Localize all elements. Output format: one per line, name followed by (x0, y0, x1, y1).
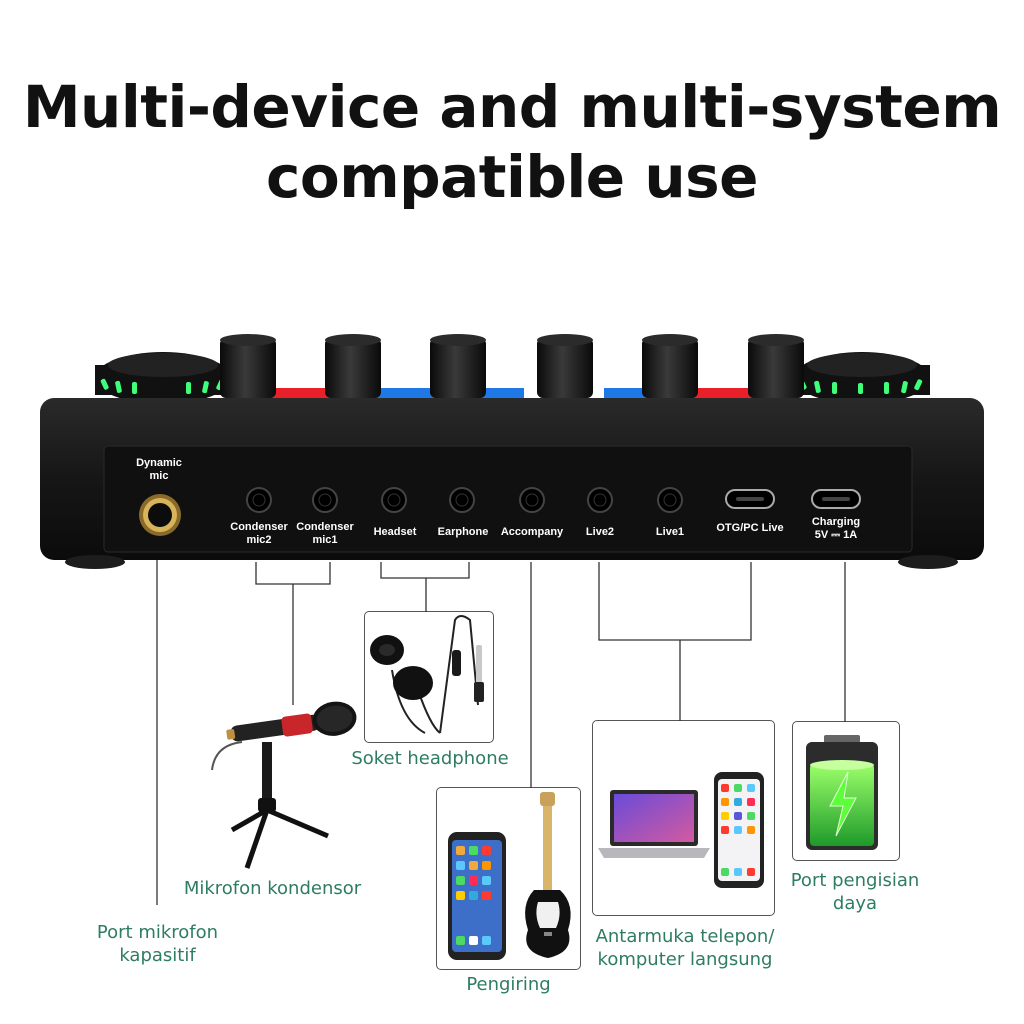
left-encoder-icon (95, 352, 231, 404)
device-body (40, 398, 984, 569)
smartphone-icon (448, 832, 506, 960)
dynamic-mic-jack-icon (139, 494, 181, 536)
port-label-headset: Headset (373, 526, 417, 538)
callout-antarmuka: Antarmuka telepon/komputer langsung (595, 926, 775, 970)
headline-line-1: Multi-device and multi-system (22, 73, 1002, 141)
audio-jack-icon (381, 487, 407, 513)
right-encoder-icon (794, 352, 930, 404)
usb-c-port-icon (811, 489, 861, 509)
knobs (220, 334, 804, 398)
knob-icon (325, 334, 381, 398)
audio-jack-icon (587, 487, 613, 513)
audio-jack-icon (312, 487, 338, 513)
condenser-mic-icon (211, 701, 357, 869)
port-label-live1: Live1 (655, 526, 685, 538)
usb-ports (725, 489, 861, 509)
knob-icon (430, 334, 486, 398)
audio-jack-icon (519, 487, 545, 513)
port-label-live2: Live2 (585, 526, 615, 538)
usb-c-port-icon (725, 489, 775, 509)
audio-jacks (246, 487, 683, 513)
earphones-icon (370, 615, 484, 734)
audio-jack-icon (246, 487, 272, 513)
knob-icon (220, 334, 276, 398)
port-label-earphone: Earphone (437, 526, 489, 538)
port-label-otg-pc-live: OTG/PC Live (716, 522, 784, 534)
callout-soket-headphone: Soket headphone (351, 748, 509, 769)
headline: Multi-device and multi-system compatible… (0, 72, 1024, 212)
audio-jack-icon (449, 487, 475, 513)
laptop-icon (598, 790, 710, 858)
headline-line-2: compatible use (265, 143, 759, 211)
audio-jack-icon (657, 487, 683, 513)
port-label-accompany: Accompany (500, 526, 564, 538)
battery-charging-icon (806, 735, 878, 850)
guitar-icon (525, 792, 571, 958)
callout-pengiring: Pengiring (466, 974, 551, 995)
knob-icon (642, 334, 698, 398)
callout-mikrofon-kondensor: Mikrofon kondensor (183, 878, 362, 899)
knob-icon (748, 334, 804, 398)
smartphone-icon (714, 772, 764, 888)
connector-lines (156, 560, 846, 905)
knob-icon (537, 334, 593, 398)
accent-strips (268, 388, 755, 400)
